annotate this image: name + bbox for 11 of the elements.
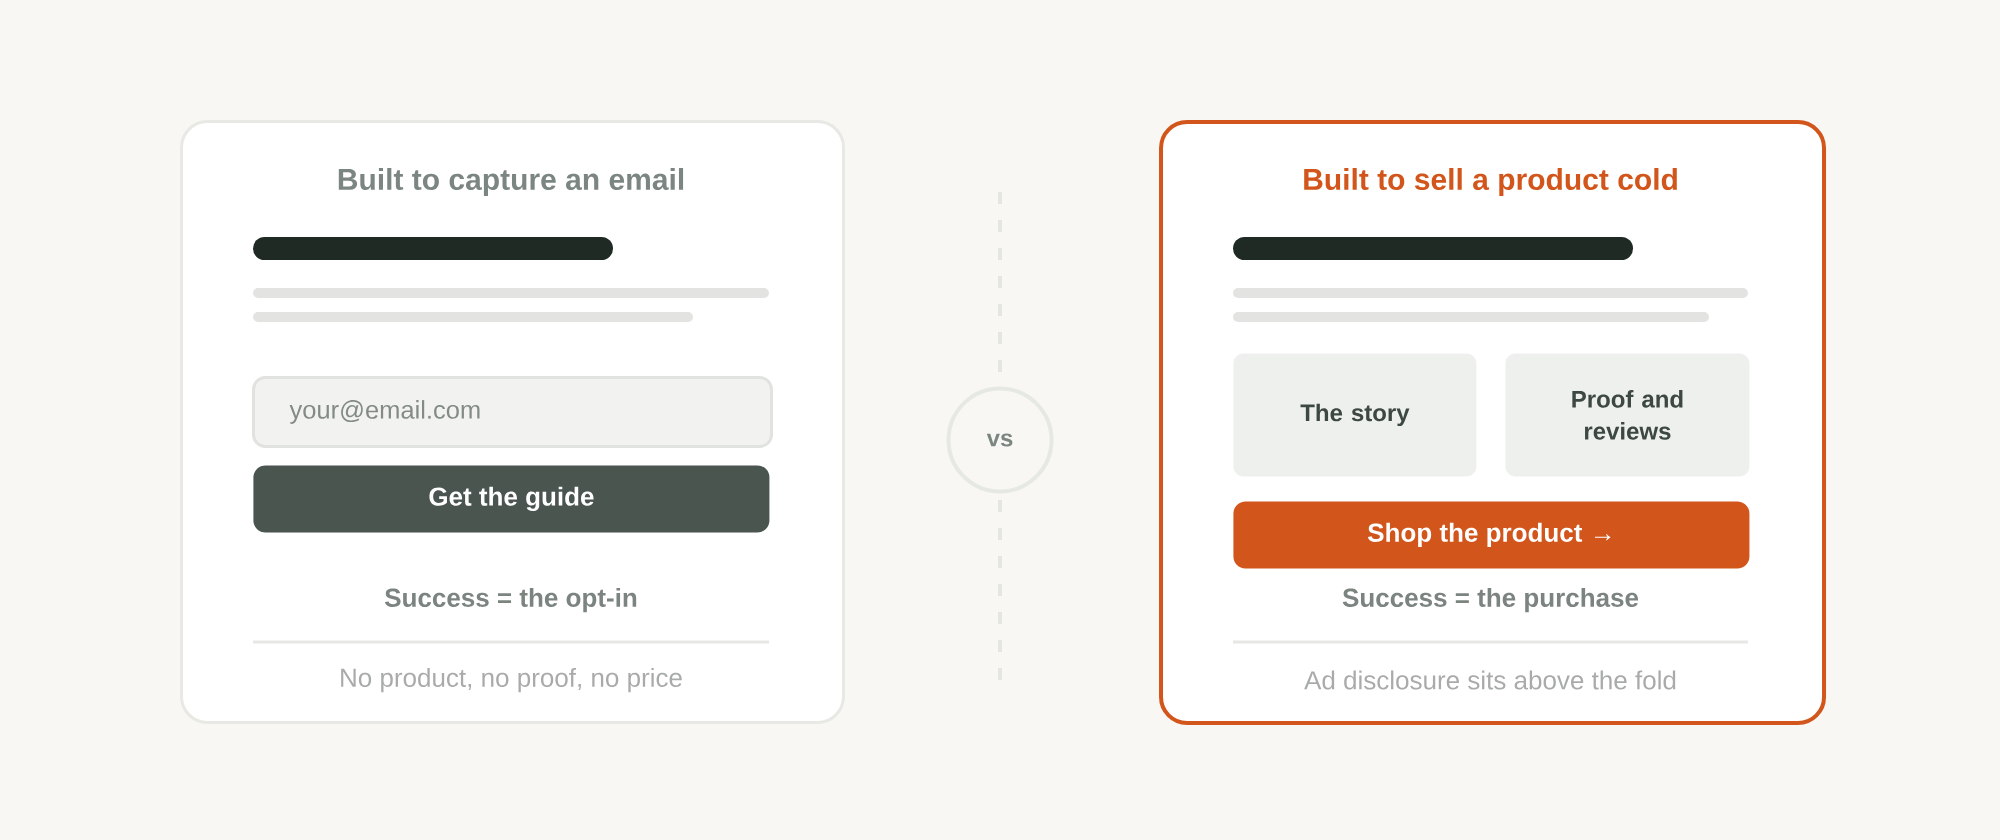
goal-text: Success = the opt-in	[385, 587, 637, 613]
content-tile: Proof and reviews	[1505, 353, 1750, 477]
button: Get the guide	[253, 465, 770, 533]
note-text: Ad disclosure sits above the fold	[1304, 670, 1676, 690]
goal-text: Success = the purchase	[1342, 587, 1639, 613]
card-heading: Built to sell a product cold	[1304, 168, 1677, 196]
button: Shop the product →	[1233, 501, 1750, 569]
card-heading: Built to capture an email	[338, 168, 684, 196]
note-text: No product, no proof, no price	[341, 667, 682, 693]
input-field: your@email.com	[252, 376, 773, 448]
content-tile: The story	[1233, 353, 1477, 477]
